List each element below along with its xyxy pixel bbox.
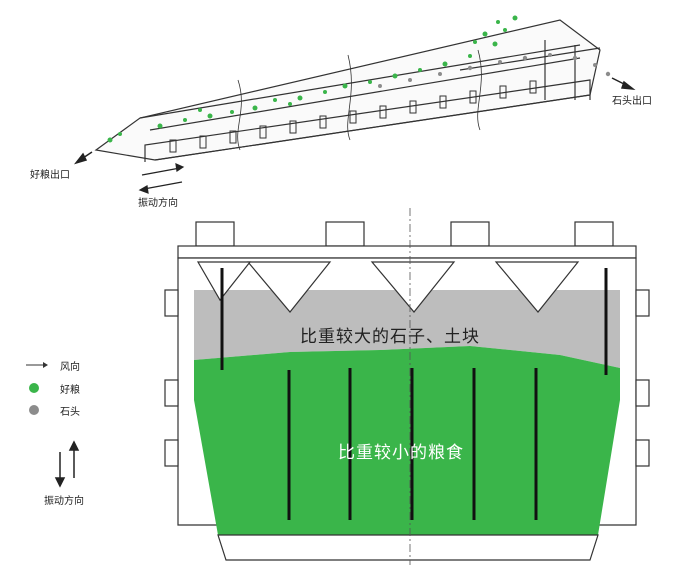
deck-gray-dots [378, 53, 611, 88]
light-layer-label: 比重较小的粮食 [338, 443, 464, 463]
legend-stone-label: 石头 [60, 407, 80, 418]
fan-boxes [195, 221, 614, 247]
legend-good-grain-label: 好粮 [60, 385, 80, 396]
heavy-layer-label: 比重较大的石子、土块 [300, 327, 480, 347]
outlet-arrows [73, 77, 636, 165]
stone-outlet-label: 石头出口 [612, 96, 652, 107]
deck-green-dots [107, 15, 518, 143]
deck-slats [169, 80, 537, 153]
baffles [220, 268, 608, 520]
vibration-arrows-icon [54, 440, 80, 488]
section-view [164, 208, 650, 565]
legend-wind-label: 风向 [60, 362, 80, 373]
hoppers [196, 261, 580, 313]
stone-layer [194, 290, 620, 368]
good-grain-dot-icon [29, 383, 39, 393]
deck-vibration-arrows [138, 163, 185, 194]
stone-dot-icon [29, 405, 39, 415]
grain-layer [194, 346, 620, 535]
deck-vibration-label: 振动方向 [138, 198, 178, 209]
legend-graphics [26, 362, 80, 488]
good-grain-outlet-label: 好粮出口 [30, 170, 70, 181]
inclined-deck [94, 19, 601, 162]
legend-vibration-label: 振动方向 [44, 496, 84, 507]
